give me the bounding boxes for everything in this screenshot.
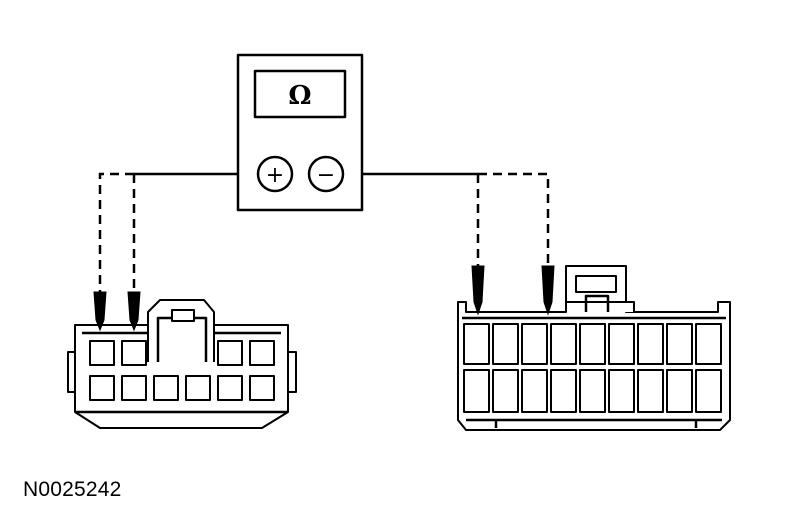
test-leads bbox=[98, 172, 550, 292]
right-connector-cavity bbox=[608, 369, 635, 413]
negative-terminal-label: − bbox=[317, 163, 335, 188]
probe-tip-1 bbox=[93, 291, 107, 332]
right-connector-cavity bbox=[550, 369, 577, 413]
probe-tip-4 bbox=[541, 265, 555, 316]
left-connector-latch bbox=[147, 299, 215, 362]
probe-tips bbox=[93, 265, 555, 332]
right-connector-cavity bbox=[521, 323, 548, 365]
right-connector-cavity bbox=[637, 369, 664, 413]
left-connector bbox=[67, 299, 297, 429]
probe-tip-2 bbox=[127, 291, 141, 332]
meter-display bbox=[253, 69, 347, 119]
right-connector-cavity bbox=[492, 369, 519, 413]
right-connector-cavity bbox=[463, 369, 490, 413]
right-connector-cavity bbox=[550, 323, 577, 365]
right-connector-cavity bbox=[637, 323, 664, 365]
right-connector-cavity bbox=[695, 369, 722, 413]
right-connector-cavity bbox=[666, 323, 693, 365]
right-connector bbox=[457, 265, 731, 431]
positive-terminal-label: + bbox=[266, 163, 284, 188]
right-connector-cavity bbox=[666, 369, 693, 413]
right-connector-cavity bbox=[492, 323, 519, 365]
ohm-symbol: Ω bbox=[288, 81, 311, 111]
right-connector-cavity bbox=[521, 369, 548, 413]
positive-terminal bbox=[256, 155, 294, 193]
negative-terminal bbox=[307, 155, 345, 193]
right-connector-cavity bbox=[608, 323, 635, 365]
right-connector-cavity bbox=[463, 323, 490, 365]
probe-tip-3 bbox=[471, 265, 485, 316]
figure-id-label: N0025242 bbox=[23, 478, 122, 501]
right-connector-cavity bbox=[579, 369, 606, 413]
ohmmeter: Ω + − bbox=[236, 53, 364, 212]
right-connector-cavity bbox=[695, 323, 722, 365]
right-connector-cavity bbox=[579, 323, 606, 365]
